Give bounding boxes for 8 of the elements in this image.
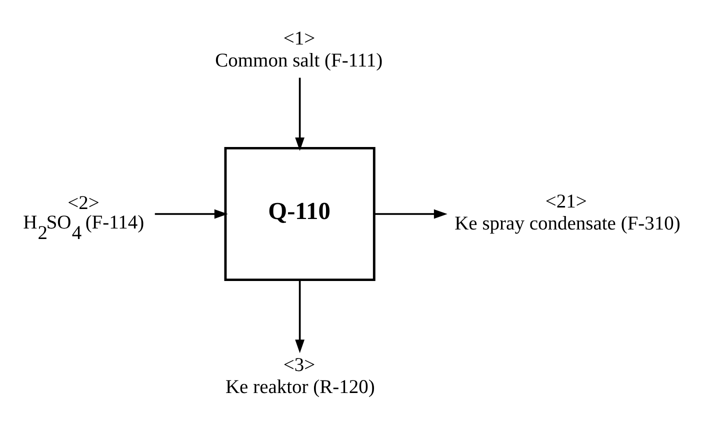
- arrow: [374, 209, 448, 219]
- arrow: [154, 209, 228, 219]
- node-box: Q-110: [224, 146, 376, 282]
- node-text: <3> Ke reaktor (R-120): [225, 354, 375, 398]
- node-text: <21> Ke spray condensate (F-310): [454, 192, 680, 235]
- arrow: [295, 78, 305, 151]
- arrow: [295, 280, 305, 354]
- node-text: <1> Common salt (F-111): [215, 28, 383, 72]
